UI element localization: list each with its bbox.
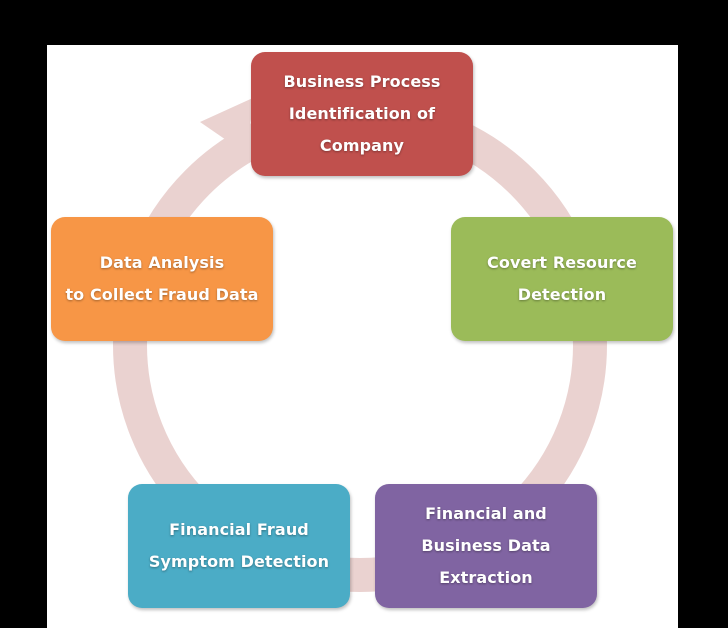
node-business-process: Business Process Identification of Compa… — [251, 52, 473, 176]
node-financial-business-data: Financial and Business Data Extraction — [375, 484, 597, 608]
node-covert-resource: Covert Resource Detection — [451, 217, 673, 341]
cycle-arrowhead — [200, 97, 255, 153]
node-data-analysis: Data Analysis to Collect Fraud Data — [51, 217, 273, 341]
diagram-canvas: Business Process Identification of Compa… — [47, 45, 678, 628]
node-financial-fraud-symptom: Financial Fraud Symptom Detection — [128, 484, 350, 608]
